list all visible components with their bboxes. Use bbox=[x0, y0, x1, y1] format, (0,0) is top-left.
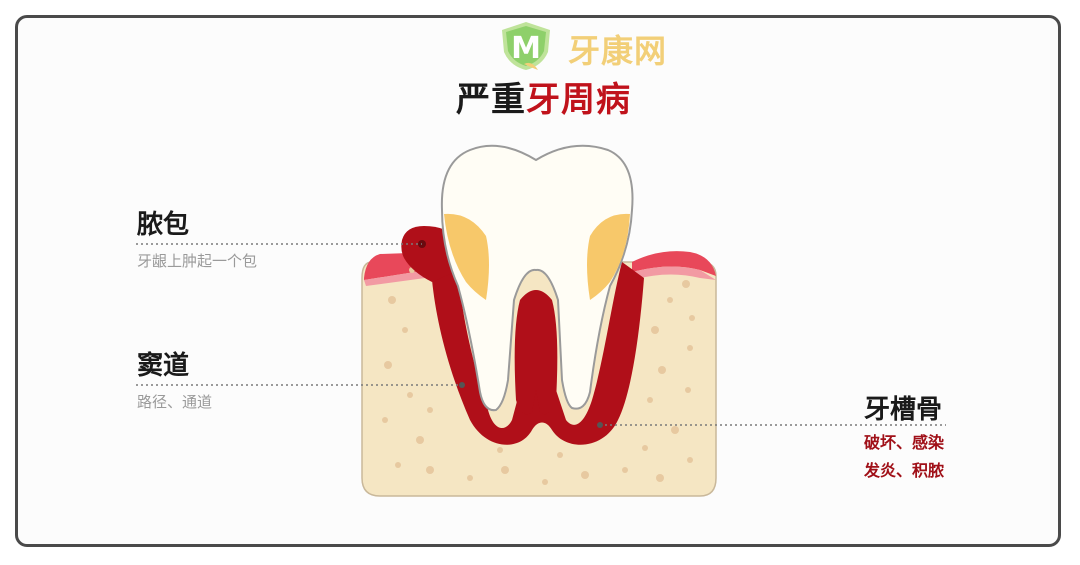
infection-channel bbox=[432, 262, 644, 445]
sinus-label: 窦道 bbox=[137, 351, 190, 381]
logo-letter: M bbox=[511, 31, 541, 66]
plaque-right bbox=[587, 213, 630, 300]
bone-description-2: 发炎、积脓 bbox=[864, 461, 945, 480]
shield-logo-icon: M bbox=[502, 22, 550, 70]
watermark-text: 牙康网 bbox=[568, 32, 668, 70]
bone-texture bbox=[382, 267, 695, 485]
bone-dot bbox=[597, 422, 603, 428]
bone-label: 牙槽骨 bbox=[864, 395, 943, 425]
title-red-part: 牙周病 bbox=[526, 80, 631, 120]
sinus-description: 路径、通道 bbox=[137, 393, 213, 411]
title-dark-part: 严重 bbox=[456, 80, 526, 120]
bone-description-1: 破坏、感染 bbox=[864, 433, 945, 452]
gum-right-edge bbox=[632, 266, 716, 280]
watermark: M 牙康网 bbox=[498, 20, 688, 72]
sinus-dot bbox=[459, 382, 465, 388]
tooth bbox=[440, 144, 634, 412]
gum-right bbox=[632, 251, 716, 276]
abscess-label: 脓包 bbox=[137, 210, 190, 240]
plaque-left bbox=[444, 213, 489, 300]
abscess-description: 牙龈上肿起一个包 bbox=[137, 252, 258, 270]
pulp bbox=[514, 290, 558, 415]
page-title: 严重牙周病 bbox=[456, 72, 631, 121]
